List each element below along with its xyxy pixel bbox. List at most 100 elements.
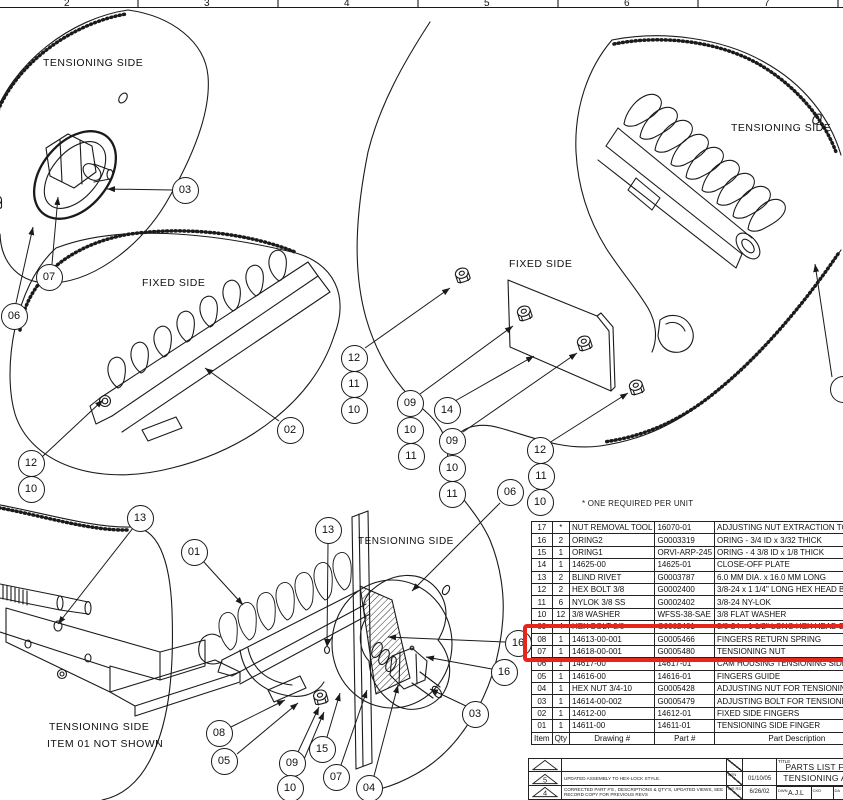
title-label: TITLE: [778, 759, 791, 764]
parts-cell: G0002400: [654, 582, 716, 597]
parts-cell: ADJUSTING BOLT FOR TENSIONING SIDE: [714, 694, 843, 708]
parts-cell: CLOSE-OFF PLATE: [714, 558, 843, 572]
revision-initials: CTN: [727, 772, 743, 785]
parts-cell: G0005428: [654, 682, 716, 696]
parts-cell: 14613-00-001: [569, 632, 656, 646]
parts-cell: 1: [551, 669, 571, 684]
highlight-box-fingers-return-spring: [523, 624, 843, 662]
revision-date: [743, 759, 777, 771]
leader-lines: [15, 186, 833, 777]
ruler-zone-7: 7: [764, 0, 770, 9]
parts-cell: G0005479: [654, 694, 716, 708]
checked-label: CKD: [812, 788, 822, 793]
parts-cell: G0005480: [654, 644, 716, 659]
parts-cell: 1: [551, 644, 571, 659]
drawn-label: DWN: [778, 788, 788, 793]
parts-cell: 14618-00-001: [569, 644, 656, 659]
parts-cell: NUT REMOVAL TOOL: [569, 520, 656, 535]
parts-cell: 16070-01: [654, 520, 716, 535]
parts-cell: 03: [531, 694, 553, 708]
label-tensioning-side-bottom-left: TENSIONING SIDE: [49, 721, 150, 733]
parts-cell: 6: [551, 595, 571, 609]
parts-cell: 14612-00: [569, 706, 656, 721]
label-tensioning-side-top-left: TENSIONING SIDE: [43, 57, 144, 69]
parts-cell: 13: [531, 570, 553, 584]
parts-cell: *: [551, 520, 571, 535]
parts-cell: 6.0 MM DIA. x 16.0 MM LONG: [714, 570, 843, 584]
parts-cell: ORING1: [569, 545, 656, 560]
parts-cell: WFSS-38-SAE: [654, 607, 716, 622]
parts-cell: G0003787: [654, 570, 716, 584]
parts-cell: 16: [531, 533, 553, 547]
svg-text:5: 5: [543, 775, 547, 784]
revision-description: UPDATED ASSEMBLY TO HEX-LOCK STYLE.: [562, 772, 727, 785]
revision-flag: 5: [529, 772, 562, 785]
parts-cell: 14616-01: [654, 669, 716, 684]
drawn-by-cell: DWN A.J.L: [777, 787, 812, 800]
parts-cell: 08: [531, 632, 553, 646]
parts-cell: 05: [531, 669, 553, 684]
parts-cell: HEX NUT 3/4-10: [569, 682, 656, 696]
parts-cell: 2: [551, 570, 571, 584]
parts-cell: 3/8 WASHER: [569, 607, 656, 622]
parts-cell: 1: [551, 545, 571, 560]
parts-cell: ORVI-ARP-245: [654, 545, 716, 560]
revision-flag: [529, 759, 562, 771]
parts-cell: NYLOK 3/8 SS: [569, 595, 656, 609]
parts-cell: TENSIONING NUT: [714, 644, 843, 659]
parts-cell: ADJUSTING NUT FOR TENSIONING SIDE: [714, 682, 843, 696]
revision-date: 01/10/05: [743, 772, 777, 785]
signature-row: DWN A.J.L CKD DA: [777, 786, 843, 800]
parts-cell: 14625-01: [654, 558, 716, 572]
parts-cell: 14616-00: [569, 669, 656, 684]
revision-flag: 4: [529, 786, 562, 799]
parts-cell: 01: [531, 719, 553, 733]
parts-cell: 1: [551, 719, 571, 733]
revision-description: [562, 759, 727, 771]
label-tensioning-side-main: TENSIONING SIDE: [358, 536, 454, 547]
parts-cell: ORING - 3/4 ID x 3/32 THICK: [714, 533, 843, 547]
ruler-zone-5: 5: [484, 0, 490, 9]
drawn-by-value: A.J.L: [788, 790, 804, 797]
parts-header-cell: Drawing #: [569, 731, 656, 746]
parts-cell: ADJUSTING NUT EXTRACTION TOOL (N: [714, 520, 843, 535]
parts-cell: ORING - 4 3/8 ID x 1/8 THICK: [714, 545, 843, 560]
parts-cell: 14614-00-002: [569, 694, 656, 708]
parts-header-cell: Part #: [654, 731, 716, 746]
parts-cell: ORING2: [569, 533, 656, 547]
label-fixed-side-mid-left: FIXED SIDE: [142, 277, 206, 289]
parts-cell: 1: [551, 682, 571, 696]
parts-header-cell: Part Description: [714, 731, 843, 746]
drawing-title-line2: TENSIONING AS: [783, 773, 843, 783]
parts-cell: 1: [551, 632, 571, 646]
parts-cell: 17: [531, 520, 553, 535]
parts-cell: G0003319: [654, 533, 716, 547]
ruler-zone-3: 3: [204, 0, 210, 9]
date-cell: DA: [834, 787, 843, 800]
parts-cell: TENSIONING SIDE FINGER: [714, 719, 843, 733]
parts-cell: 10: [531, 607, 553, 622]
parts-cell: 11: [531, 595, 553, 609]
parts-cell: 02: [531, 706, 553, 721]
drawing-title-line1: PARTS LIST FO: [785, 762, 843, 772]
parts-cell: 3/8-24 x 1 1/4" LONG HEX HEAD B: [714, 582, 843, 597]
parts-cell: 14: [531, 558, 553, 572]
parts-cell: G0002402: [654, 595, 716, 609]
parts-cell: FINGERS RETURN SPRING: [714, 632, 843, 646]
revision-row: [529, 759, 843, 772]
